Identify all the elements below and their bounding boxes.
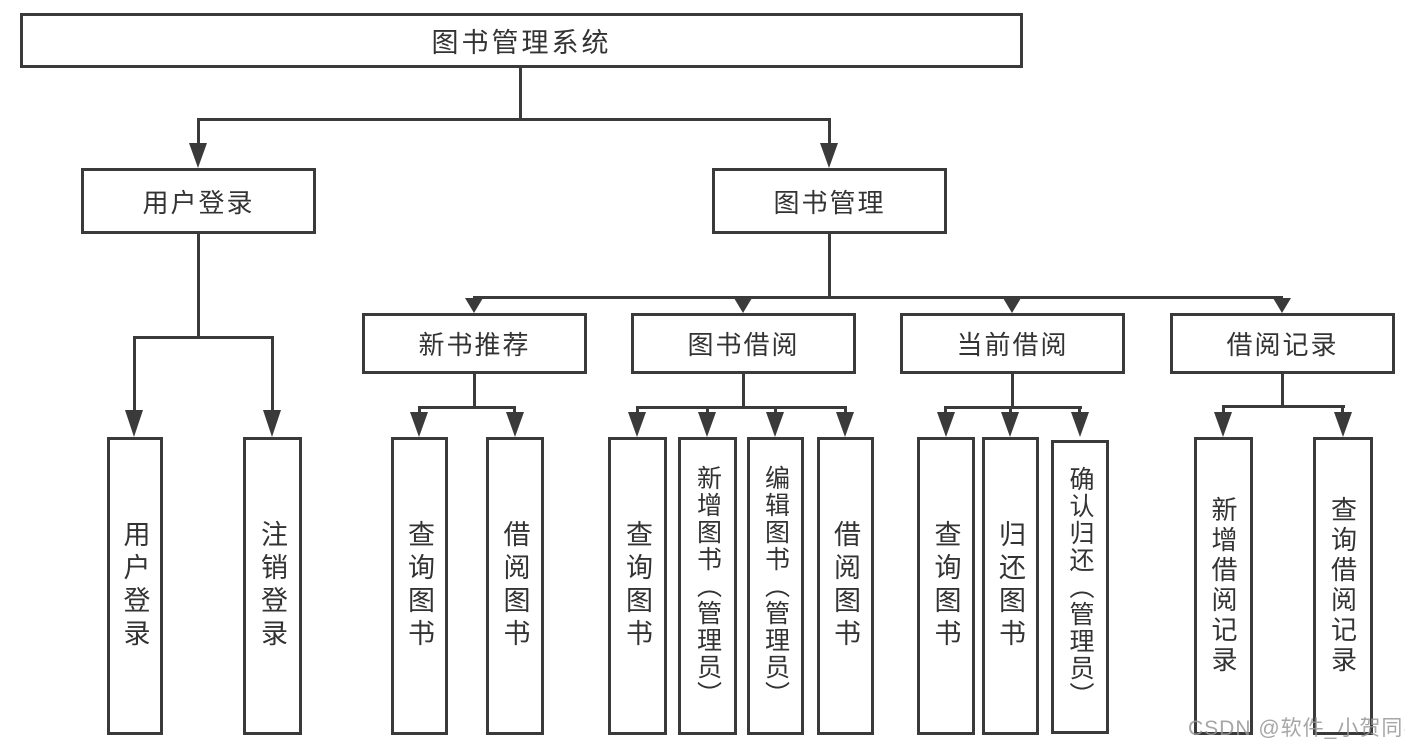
arrow-down-icon [1273,298,1291,313]
arrow-down-icon [1071,412,1089,437]
node-label: 归还图书 [995,520,1025,652]
node-library-system: 图书管理系统 [20,13,1023,68]
arrow-down-icon [1214,412,1232,437]
arrow-down-icon [1334,412,1352,437]
edge-bookmgmt-span [473,296,1283,299]
node-label: 确认归还（管理员） [1066,465,1094,709]
watermark-csdn: CSDN @软件_小贺同学 [1188,717,1405,740]
node-borrow-books-2: 借阅图书 [817,437,874,735]
arrow-down-icon [698,412,716,437]
node-label: 图书管理 [773,187,886,218]
edge-recommend-span [418,406,516,409]
arrow-down-icon [937,412,955,437]
node-user-login: 用户登录 [107,437,163,735]
arrow-down-icon [820,143,838,168]
edge-shaft [774,406,777,414]
arrow-down-icon [628,412,646,437]
node-label: 借阅记录 [1226,330,1339,360]
node-label: 查询借阅记录 [1327,496,1358,676]
edge-records-stem [1281,374,1284,405]
edge-shaft [1222,405,1225,414]
node-label: 查询图书 [404,520,434,652]
node-query-books-1: 查询图书 [391,437,448,735]
edge-shaft [636,406,639,414]
edge-bookmgmt-stem [828,234,831,296]
node-return-book: 归还图书 [982,437,1039,735]
node-logout: 注销登录 [243,437,302,735]
edge-borrowing-stem [742,374,745,406]
node-new-book-recommend: 新书推荐 [362,313,587,374]
edge-shaft [1078,406,1081,414]
node-confirm-return-admin: 确认归还（管理员） [1051,440,1109,734]
node-borrow-books-1: 借阅图书 [486,437,544,735]
edge-shaft [1341,405,1344,414]
arrow-down-icon [263,410,281,437]
edge-borrowing-span [636,406,847,409]
edge-records-span [1222,405,1345,408]
node-label: 当前借阅 [956,330,1069,360]
edge-shaft [828,120,831,144]
edge-shaft [271,338,274,410]
edge-shaft [844,406,847,414]
edge-shaft [1009,406,1012,414]
edge-shaft [133,338,136,410]
node-label: 借阅图书 [499,520,530,652]
arrow-down-icon [125,410,143,437]
node-book-borrowing: 图书借阅 [631,313,856,374]
node-add-borrow-record: 新增借阅记录 [1194,437,1253,735]
node-label: 用户登录 [142,187,255,218]
node-label: 查询图书 [622,520,652,652]
arrow-down-icon [465,298,483,313]
arrow-down-icon [734,298,752,313]
edge-shaft [706,406,709,414]
edge-current-span [945,406,1082,409]
node-current-borrowing: 当前借阅 [900,313,1125,374]
node-query-books-2: 查询图书 [608,437,667,735]
edge-userlogin-span [133,336,274,339]
node-label: 图书管理系统 [431,28,612,58]
node-query-borrow-record: 查询借阅记录 [1313,437,1373,735]
edge-root-stem [519,66,522,118]
node-label: 新增图书（管理员） [693,464,722,708]
node-borrowing-records: 借阅记录 [1170,313,1395,374]
arrow-down-icon [1001,412,1019,437]
edge-userlogin-stem [197,234,200,336]
node-label: 新书推荐 [418,330,531,360]
edge-shaft [197,120,200,144]
node-label: 新增借阅记录 [1208,496,1238,676]
edge-current-stem [1011,374,1014,406]
node-label: 用户登录 [119,520,150,652]
node-label: 借阅图书 [830,520,860,652]
arrow-down-icon [836,412,854,437]
edge-shaft [418,406,421,414]
arrow-down-icon [1003,298,1021,313]
edge-shaft [944,406,947,414]
node-label: 注销登录 [257,520,287,652]
node-label: 查询图书 [930,520,961,652]
arrow-down-icon [506,412,524,437]
node-query-books-3: 查询图书 [917,437,975,735]
arrow-down-icon [766,412,784,437]
edge-recommend-stem [473,374,476,406]
node-label: 图书借阅 [687,330,800,360]
node-label: 编辑图书（管理员） [761,464,790,708]
edge-shaft [513,406,516,414]
arrow-down-icon [189,143,207,168]
node-add-book-admin: 新增图书（管理员） [678,437,737,735]
edge-root-span [197,118,831,121]
arrow-down-icon [410,412,428,437]
node-book-management: 图书管理 [712,168,947,234]
node-edit-book-admin: 编辑图书（管理员） [747,437,804,735]
node-user-login-group: 用户登录 [81,168,316,234]
